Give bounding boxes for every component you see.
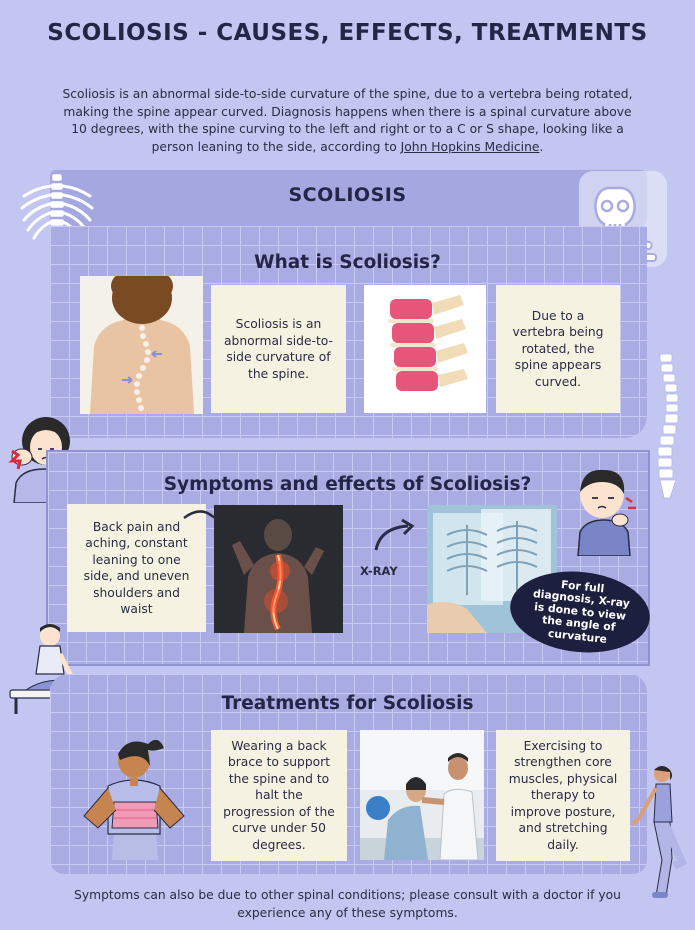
- footer-disclaimer: Symptoms can also be due to other spinal…: [74, 888, 621, 920]
- intro-end: .: [539, 139, 544, 154]
- intro-text: Scoliosis is an abnormal side-to-side cu…: [62, 87, 633, 154]
- what-is-title: What is Scoliosis?: [254, 252, 441, 273]
- section-banner: [50, 170, 647, 226]
- what-card-2: Due to a vertebra being rotated, the spi…: [496, 285, 620, 413]
- man-back-pain-icon: [568, 462, 642, 556]
- treatments-card-1: Wearing a back brace to support the spin…: [211, 730, 347, 861]
- back-curved-spine-image: [80, 276, 203, 414]
- intro-paragraph: Scoliosis is an abnormal side-to-side cu…: [55, 86, 640, 156]
- treatments-card-2: Exercising to strengthen core muscles, p…: [496, 730, 630, 861]
- back-pain-photo: [214, 505, 343, 633]
- woman-stretching-icon: [626, 762, 688, 900]
- vertebrae-image: [364, 285, 486, 413]
- what-card-1: Scoliosis is an abnormal side-to-side cu…: [211, 285, 346, 413]
- john-hopkins-link[interactable]: John Hopkins Medicine: [400, 139, 540, 154]
- banner-title: SCOLIOSIS: [288, 184, 407, 206]
- xray-label: X-RAY: [360, 564, 398, 578]
- page-title: SCOLIOSIS - CAUSES, EFFECTS, TREATMENTS: [47, 20, 648, 46]
- spine-column-icon: [648, 352, 686, 500]
- arrow-to-xray-icon: [370, 514, 420, 554]
- woman-brace-icon: [68, 730, 201, 860]
- physical-therapy-photo: [360, 730, 484, 860]
- treatments-title: Treatments for Scoliosis: [221, 693, 474, 714]
- symptoms-card-1: Back pain and aching, constant leaning t…: [67, 504, 206, 632]
- symptoms-title: Symptoms and effects of Scoliosis?: [163, 474, 532, 495]
